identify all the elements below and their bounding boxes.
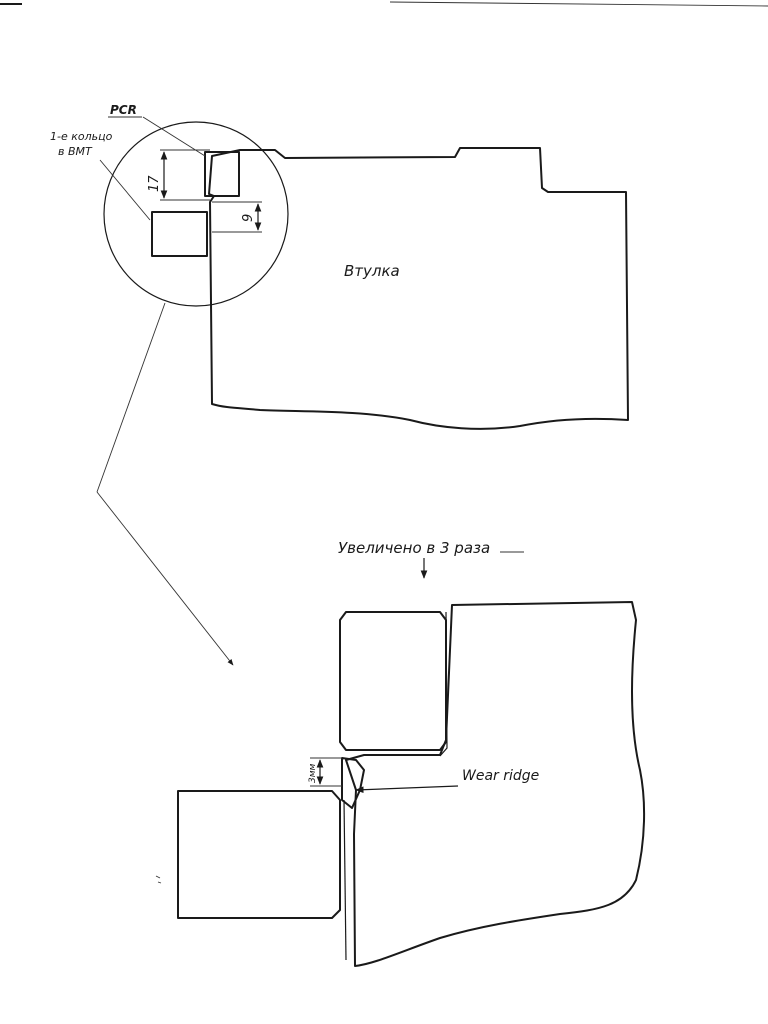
dim-17-label: 17 (147, 175, 162, 192)
pcr-ring-magnified (339, 611, 447, 751)
bushing-body-magnified (345, 601, 646, 967)
first-ring-label-line2: в ВМТ (58, 145, 93, 158)
stray-mark (155, 875, 162, 884)
dim-3mm-label: 3мм (308, 763, 318, 783)
detail-circle (103, 121, 289, 307)
corner-mark-top-right (389, 1, 768, 7)
pcr-ring (204, 151, 240, 197)
magnified-title: Увеличено в 3 раза (338, 539, 490, 557)
wear-ridge-label: Wear ridge (462, 768, 539, 784)
liner-surface-line (343, 799, 347, 961)
magnify-leader-2 (96, 491, 234, 666)
first-ring-magnified (177, 790, 341, 919)
dim-9-label: 9 (241, 214, 256, 222)
first-ring-at-tdc (151, 211, 208, 257)
pcr-leader (142, 116, 206, 157)
first-ring-label-line1: 1-е кольцо (50, 130, 113, 143)
first-ring-leader (99, 159, 151, 221)
bushing-label: Втулка (344, 262, 400, 280)
magnify-leader-1 (96, 302, 166, 493)
bushing-body (208, 147, 629, 430)
wear-ridge-leader (355, 785, 459, 794)
pcr-label: PCR (110, 103, 137, 117)
